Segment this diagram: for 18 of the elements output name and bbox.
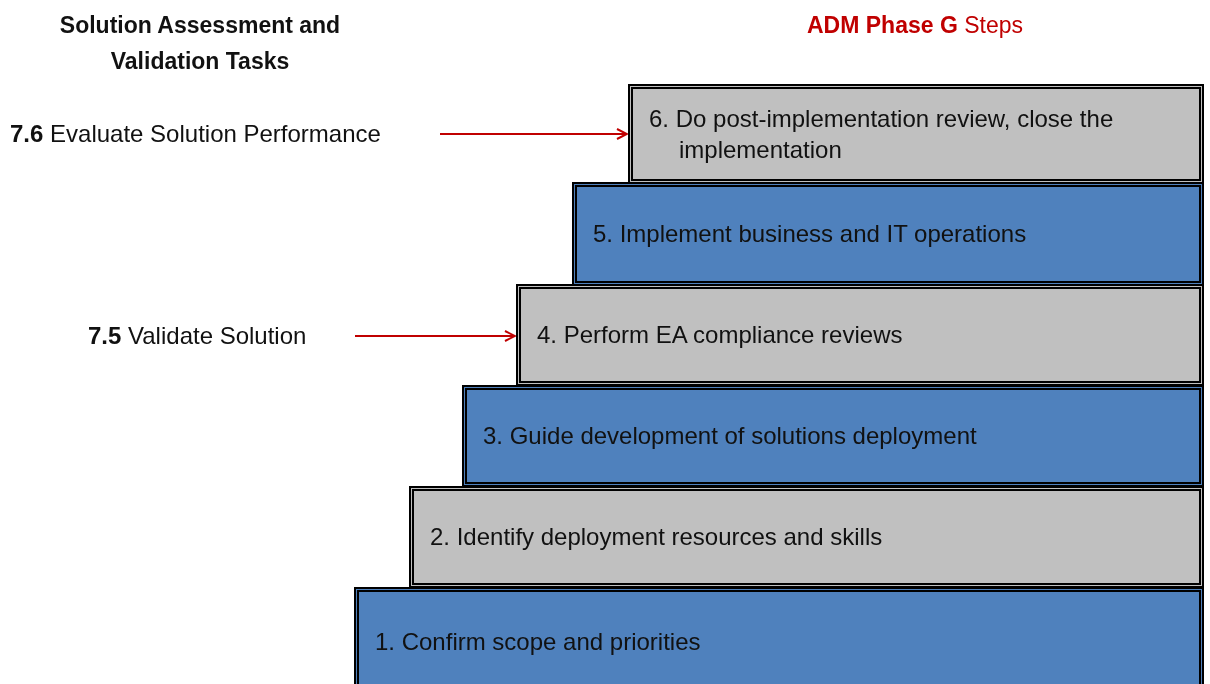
column-heading: ADM Phase G Steps — [805, 11, 1024, 40]
step-text: 4. Perform EA compliance reviews — [536, 320, 903, 351]
task-text: 7.6 Evaluate Solution Performance — [10, 120, 381, 148]
step-bar — [628, 84, 1204, 184]
step-text: 1. Confirm scope and priorities — [374, 627, 701, 658]
step-text: 3. Guide development of solutions deployment — [482, 421, 977, 452]
step-bar — [572, 182, 1204, 286]
column-heading: Solution Assessment and Validation Tasks — [58, 11, 342, 76]
task-text: 7.5 Validate Solution — [88, 322, 307, 350]
step-text: 5. Implement business and IT operations — [592, 219, 1027, 250]
arrow — [440, 128, 628, 140]
step-bar — [462, 385, 1204, 487]
arrow — [355, 330, 516, 342]
step-text: 6. Do post-implementation review, close the implementation — [648, 104, 1115, 166]
step-bar — [516, 284, 1204, 386]
step-bar — [409, 486, 1204, 588]
step-bar — [354, 587, 1204, 684]
step-text: 2. Identify deployment resources and skills — [429, 522, 883, 553]
